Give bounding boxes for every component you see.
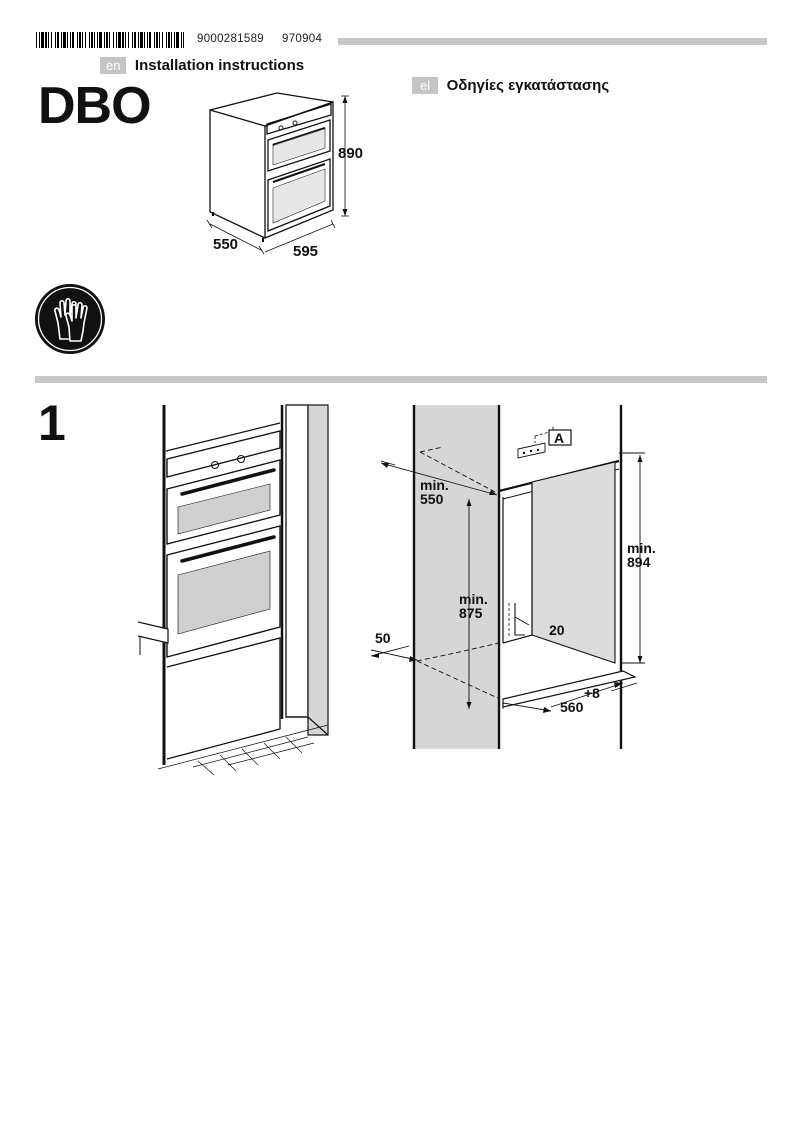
dim-frame-depth: 50 <box>375 630 391 646</box>
installed-oven-drawing <box>138 404 329 775</box>
appliance-height: 890 <box>338 145 364 162</box>
gloves-icon <box>35 284 105 354</box>
lang-title-en: Installation instructions <box>134 57 305 74</box>
dim-min-height-side: min. 894 <box>627 541 656 569</box>
dim-width-tolerance: +8 <box>584 685 600 701</box>
dim-niche-width: 560 <box>560 699 584 715</box>
barcode <box>36 32 184 48</box>
lang-code-el: el <box>412 77 439 94</box>
model-name: DBO <box>38 77 152 135</box>
lang-heading-en: en Installation instructions <box>100 57 304 75</box>
lang-code-en: en <box>100 57 127 74</box>
dim-min-depth-min: min. <box>420 477 449 493</box>
lang-heading-el: el Οδηγίες εγκατάστασης <box>412 77 609 95</box>
doc-number: 9000281589 <box>197 33 264 45</box>
bracket-label: A <box>554 430 565 446</box>
dim-min-height-front: min. 875 <box>459 592 488 620</box>
appliance-width: 595 <box>293 243 319 260</box>
section-divider <box>35 376 767 383</box>
dim-min-depth-value: 550 <box>420 491 444 507</box>
niche-dimensions-drawing <box>370 405 645 749</box>
appliance-depth: 550 <box>213 236 239 253</box>
dim-min-height-side-value: 894 <box>627 554 651 570</box>
dim-min-depth: min. 550 <box>420 478 449 506</box>
dim-min-height-side-min: min. <box>627 540 656 556</box>
step-number: 1 <box>38 395 66 451</box>
appliance-overview-drawing <box>206 92 349 255</box>
date-code: 970904 <box>282 33 323 45</box>
header-rule <box>338 38 767 45</box>
dim-gap: 20 <box>549 622 565 638</box>
dim-min-height-front-min: min. <box>459 591 488 607</box>
lang-title-el: Οδηγίες εγκατάστασης <box>446 77 610 94</box>
dim-min-height-front-value: 875 <box>459 605 483 621</box>
